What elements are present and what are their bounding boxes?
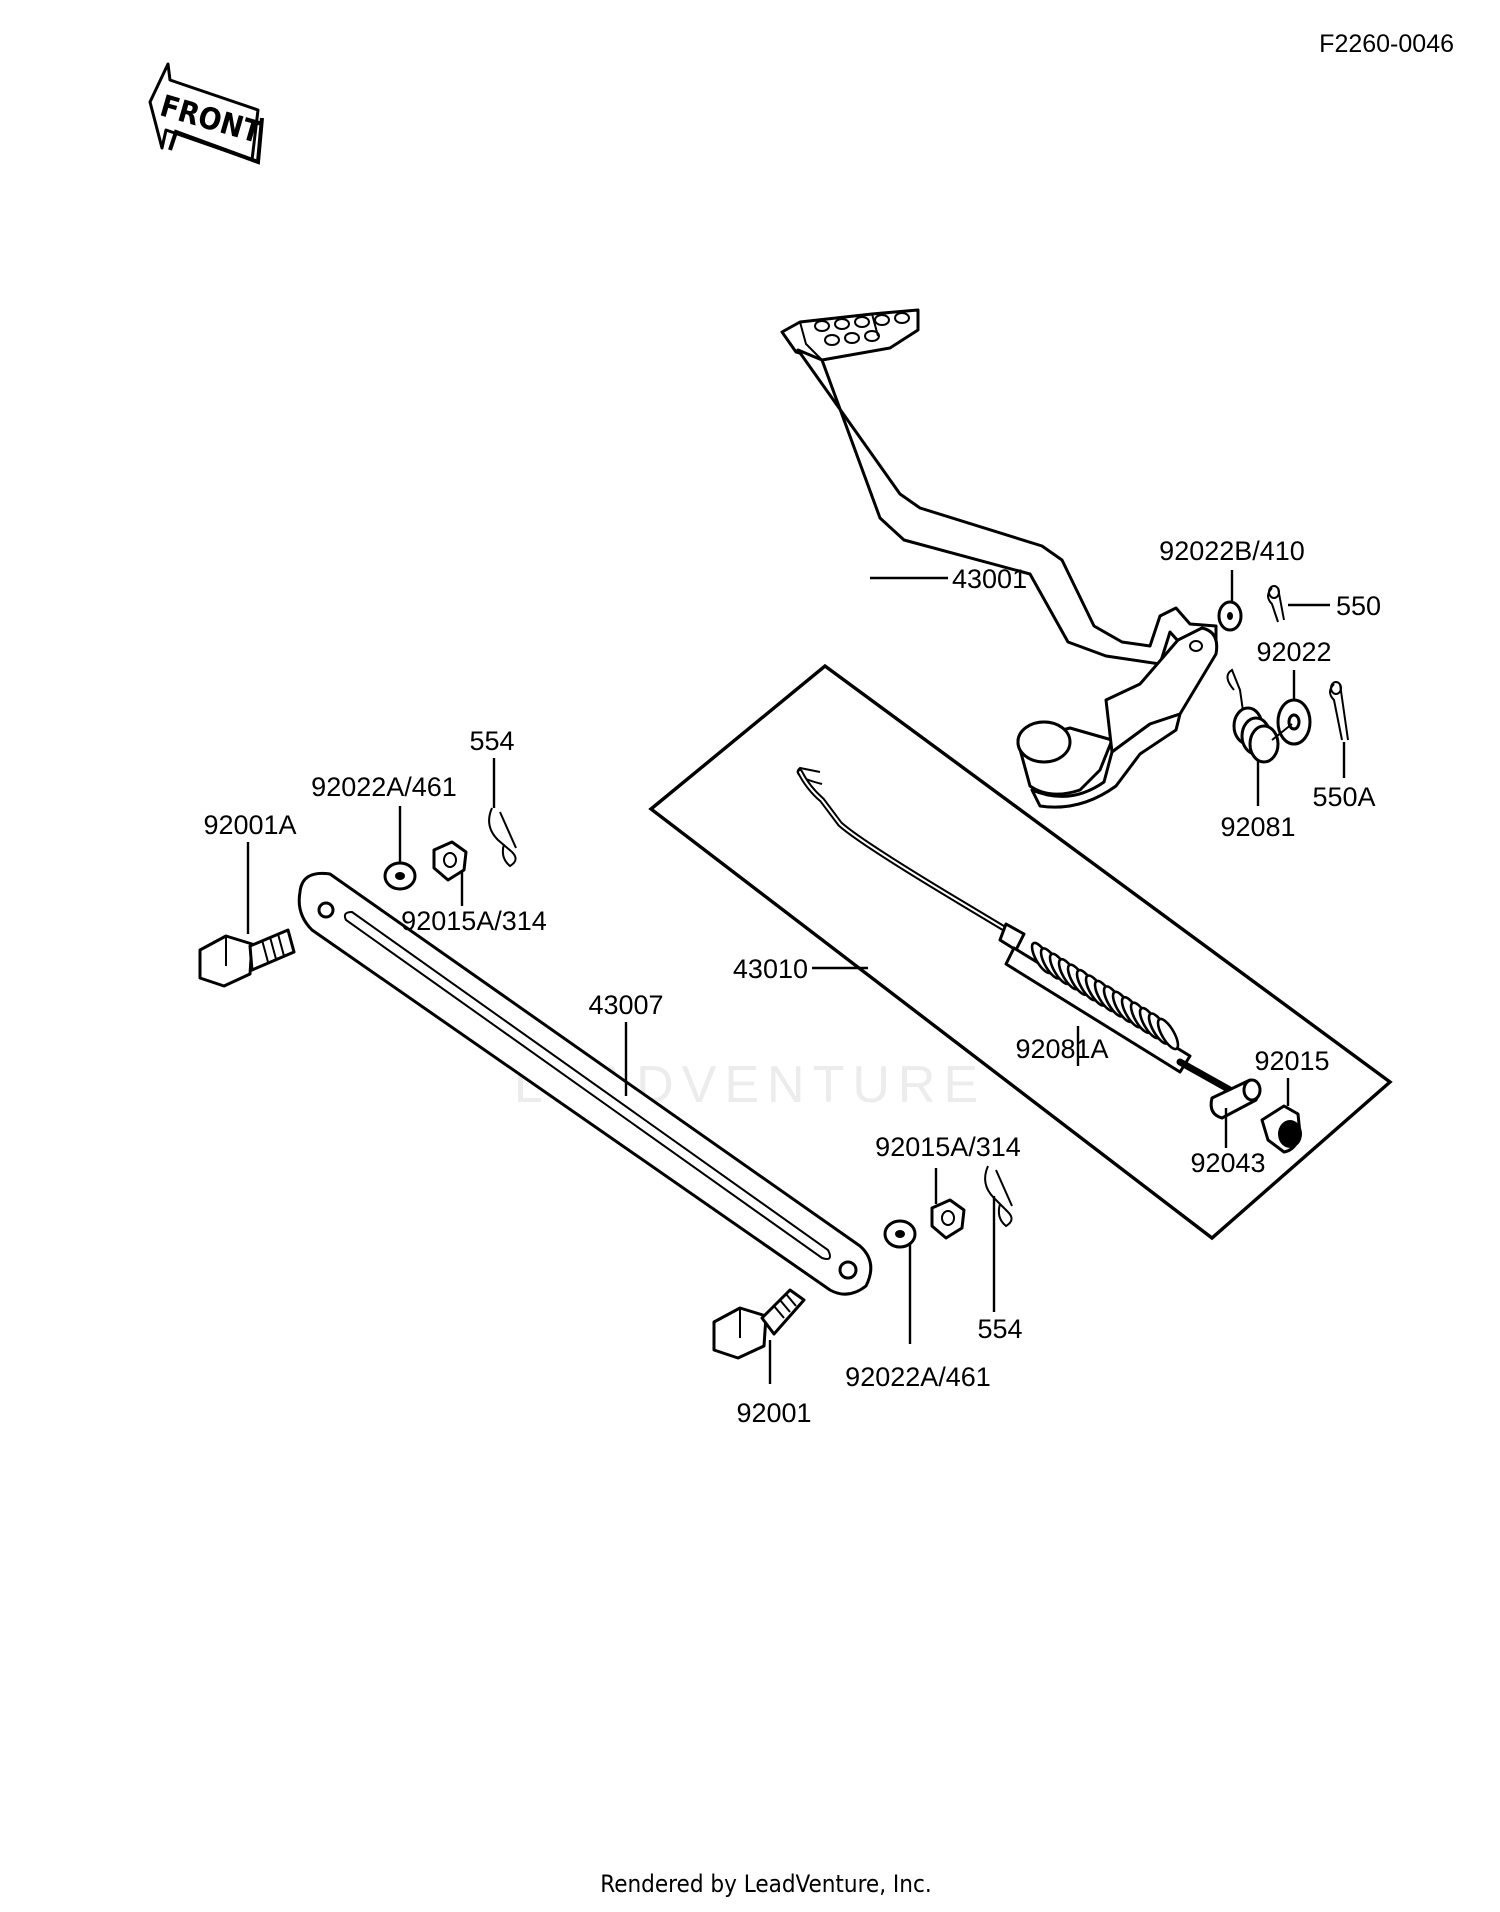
bolt-92001A (198, 928, 296, 988)
callout-43001: 43001 (952, 564, 1027, 594)
r-clip-554-top (488, 807, 517, 868)
cotter-pin-550 (1267, 585, 1285, 623)
callout-92081A: 92081A (1015, 1034, 1108, 1064)
callout-92015A-314-bottom: 92015A/314 (875, 1132, 1021, 1162)
brake-rod-assembly-box (648, 663, 1393, 1241)
callout-92043: 92043 (1190, 1148, 1265, 1178)
leader-lines (246, 570, 1346, 1384)
cotter-pin-550A (1329, 681, 1349, 741)
washer-92022A-461-top (383, 861, 417, 891)
r-clip-554-bottom (984, 1165, 1013, 1228)
callout-43007: 43007 (588, 990, 663, 1020)
tie-rod-43007 (297, 871, 873, 1296)
front-arrow-icon: FRONT (148, 62, 266, 165)
adjust-nut-92015 (1260, 1104, 1302, 1154)
trunnion-92043 (1209, 1078, 1262, 1120)
callout-92022A-461-top: 92022A/461 (311, 772, 457, 802)
callout-92081: 92081 (1220, 812, 1295, 842)
callout-92001: 92001 (736, 1398, 811, 1428)
callout-550A: 550A (1312, 782, 1375, 812)
spring-92081A (1030, 941, 1180, 1051)
washer-92022A-461-bottom (883, 1219, 917, 1249)
washer-92022B-410 (1217, 600, 1243, 632)
callout-92015: 92015 (1254, 1046, 1329, 1076)
callout-550: 550 (1336, 591, 1381, 621)
bolt-92001 (712, 1288, 806, 1360)
callout-92015A-314-top: 92015A/314 (401, 906, 547, 936)
callout-554-top: 554 (469, 726, 514, 756)
nut-92015A-314-bottom (930, 1198, 966, 1240)
callout-92001A: 92001A (203, 810, 296, 840)
callout-92022: 92022 (1256, 637, 1331, 667)
callout-43010: 43010 (733, 954, 808, 984)
brake-pedal-43001 (780, 308, 1219, 809)
nut-92015A-314-top (432, 840, 468, 882)
diagram-code: F2260-0046 (1319, 30, 1454, 58)
callout-92022A-461-bottom: 92022A/461 (845, 1362, 991, 1392)
callout-554-bottom: 554 (977, 1314, 1022, 1344)
washer-92022 (1276, 698, 1312, 746)
return-spring-92081 (1226, 668, 1293, 764)
footer-credit: Rendered by LeadVenture, Inc. (600, 1870, 931, 1898)
callout-92022B-410: 92022B/410 (1159, 536, 1305, 566)
